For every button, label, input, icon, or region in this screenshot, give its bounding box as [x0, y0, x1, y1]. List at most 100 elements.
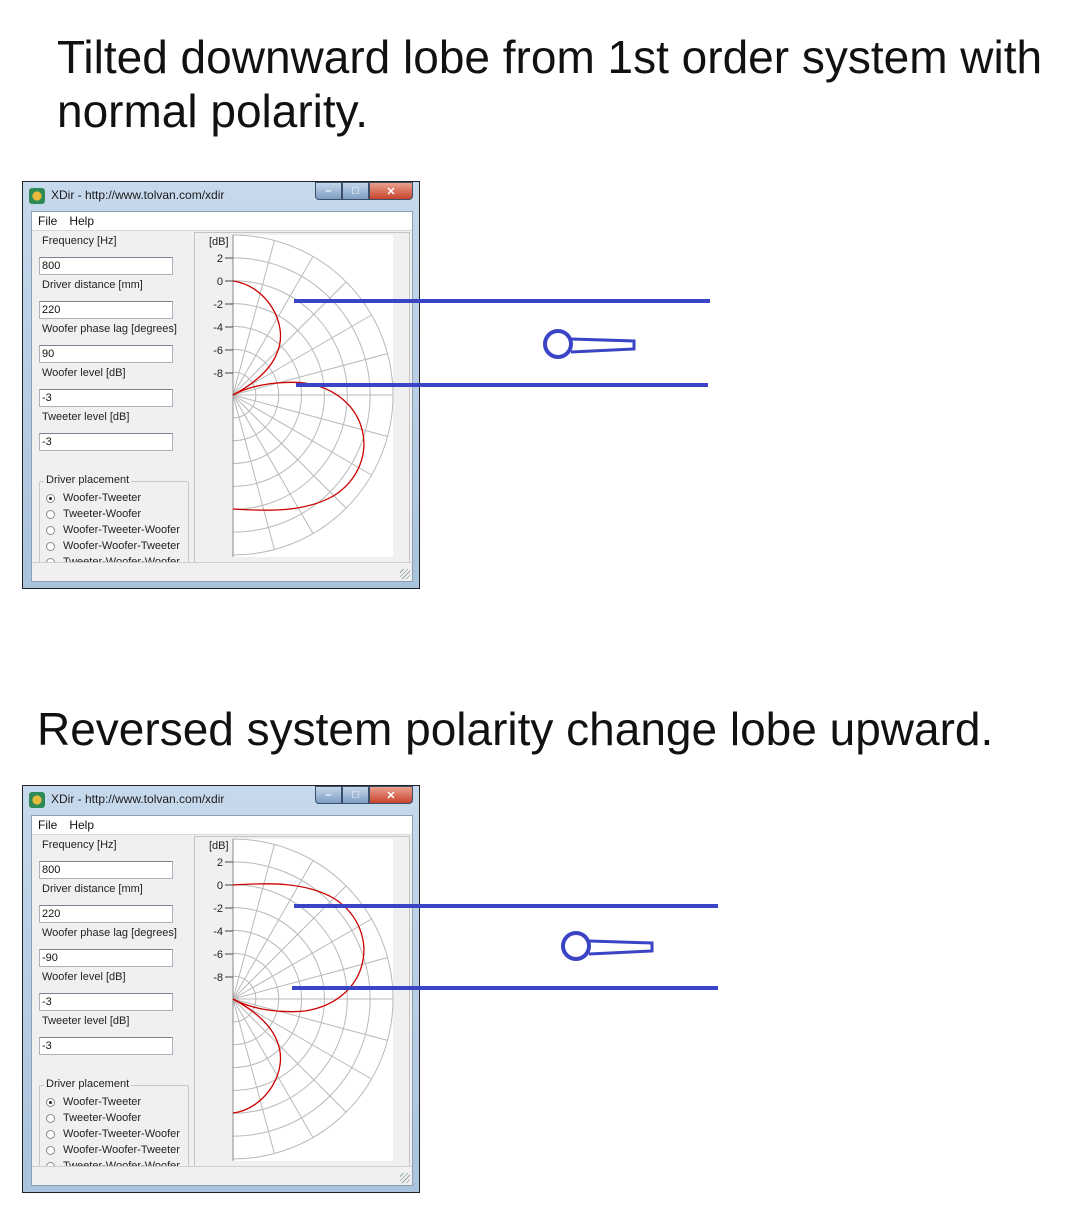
minor-lobe-trace — [232, 280, 282, 396]
woofer-level-label: Woofer level [dB] — [42, 971, 126, 983]
app-icon — [29, 188, 45, 204]
heading-reversed-polarity: Reversed system polarity change lobe upw… — [37, 703, 994, 755]
caption-buttons: –□✕ — [315, 786, 413, 804]
polar-grid-spoke — [232, 256, 314, 396]
polar-grid-spoke — [232, 394, 347, 509]
radio-button[interactable] — [46, 493, 55, 503]
maximize-button[interactable]: □ — [342, 182, 369, 200]
db-tick-label: 2 — [217, 857, 223, 869]
heading-normal-polarity: Tilted downward lobe from 1st order syst… — [57, 31, 1043, 137]
driver-distance-label: Driver distance [mm] — [42, 883, 143, 895]
maximize-button[interactable]: □ — [342, 786, 369, 804]
db-unit-label: [dB] — [209, 840, 229, 852]
placement-option[interactable]: Woofer-Tweeter — [46, 491, 141, 505]
placement-option[interactable]: Woofer-Woofer-Tweeter — [46, 539, 180, 553]
placement-option-label: Woofer-Tweeter-Woofer — [63, 1128, 180, 1140]
woofer-phase-lag-label: Woofer phase lag [degrees] — [42, 927, 177, 939]
placement-option[interactable]: Woofer-Woofer-Tweeter — [46, 1143, 180, 1157]
db-tick-label: 0 — [217, 880, 223, 892]
minimize-button[interactable]: – — [315, 182, 342, 200]
polar-plot-canvas: [dB] 2 0 -2 -4 -6 -8 — [209, 838, 394, 1161]
radio-button[interactable] — [46, 541, 55, 551]
radio-button[interactable] — [46, 509, 55, 519]
minimize-button[interactable]: – — [315, 786, 342, 804]
polar-grid-spoke — [232, 998, 314, 1138]
polar-grid-spoke — [232, 240, 275, 396]
title-bar[interactable]: XDir - http://www.tolvan.com/xdir–□✕ — [23, 786, 419, 814]
driver-placement-title: Driver placement — [44, 474, 132, 486]
db-tick-label: -8 — [213, 368, 223, 380]
driver-distance-input[interactable]: 220 — [39, 905, 173, 923]
polar-grid-spoke — [232, 998, 372, 1080]
placement-option-label: Tweeter-Woofer — [63, 1112, 142, 1124]
tweeter-level-input[interactable]: -3 — [39, 433, 173, 451]
db-tick-label: -2 — [213, 903, 223, 915]
menu-file[interactable]: File — [38, 818, 58, 832]
polar-grid-spoke — [232, 860, 314, 1000]
resize-grip[interactable] — [400, 1173, 410, 1183]
driver-placement-title: Driver placement — [44, 1078, 132, 1090]
placement-option[interactable]: Woofer-Tweeter — [46, 1095, 141, 1109]
microphone-head — [543, 329, 573, 359]
frequency-label: Frequency [Hz] — [42, 839, 117, 851]
frequency-input[interactable]: 800 — [39, 861, 173, 879]
polar-grid-spoke — [232, 998, 388, 1041]
main-lobe-trace — [232, 381, 365, 511]
microphone-body — [588, 939, 654, 956]
woofer-level-input[interactable]: -3 — [39, 993, 173, 1011]
woofer-phase-lag-input[interactable]: 90 — [39, 345, 173, 363]
polar-grid-spoke — [232, 394, 314, 534]
window-title: XDir - http://www.tolvan.com/xdir — [51, 188, 225, 202]
plot-area — [233, 839, 393, 1161]
microphone-body — [570, 337, 636, 354]
menu-bar: File Help — [32, 212, 412, 231]
tweeter-level-input[interactable]: -3 — [39, 1037, 173, 1055]
app-icon — [29, 792, 45, 808]
menu-help[interactable]: Help — [69, 214, 95, 228]
placement-option[interactable]: Woofer-Tweeter-Woofer — [46, 1127, 180, 1141]
placement-option[interactable]: Woofer-Tweeter-Woofer — [46, 523, 180, 537]
woofer-level-input[interactable]: -3 — [39, 389, 173, 407]
db-tick-label: -8 — [213, 972, 223, 984]
polar-grid-spoke — [232, 314, 372, 396]
radio-button[interactable] — [46, 1145, 55, 1155]
radio-button[interactable] — [46, 1113, 55, 1123]
polar-grid-spoke — [232, 844, 275, 1000]
xdir-window: XDir - http://www.tolvan.com/xdir–□✕ File… — [22, 785, 420, 1193]
close-button[interactable]: ✕ — [369, 786, 413, 804]
tweeter-level-label: Tweeter level [dB] — [42, 1015, 130, 1027]
polar-plot: [dB] 2 0 -2 -4 -6 -8 — [194, 836, 410, 1174]
placement-option-label: Woofer-Woofer-Tweeter — [63, 540, 180, 552]
db-tick-label: -6 — [213, 345, 223, 357]
resize-grip[interactable] — [400, 569, 410, 579]
close-button[interactable]: ✕ — [369, 182, 413, 200]
radio-button[interactable] — [46, 525, 55, 535]
db-tick-label: 0 — [217, 276, 223, 288]
placement-option-label: Woofer-Tweeter — [63, 492, 142, 504]
microphone-icon — [561, 931, 654, 961]
microphone-icon — [543, 329, 636, 359]
db-tick-label: -4 — [213, 926, 223, 938]
caption-buttons: –□✕ — [315, 182, 413, 200]
frequency-input[interactable]: 800 — [39, 257, 173, 275]
db-tick-label: -6 — [213, 949, 223, 961]
menu-help[interactable]: Help — [69, 818, 95, 832]
placement-option[interactable]: Tweeter-Woofer — [46, 507, 141, 521]
db-tick-label: -4 — [213, 322, 223, 334]
title-bar[interactable]: XDir - http://www.tolvan.com/xdir –□✕ — [23, 182, 419, 210]
placement-option-label: Woofer-Woofer-Tweeter — [63, 1144, 180, 1156]
radio-button[interactable] — [46, 1097, 55, 1107]
menu-file[interactable]: File — [38, 214, 58, 228]
woofer-phase-lag-input[interactable]: -90 — [39, 949, 173, 967]
placement-option-label: Tweeter-Woofer — [63, 508, 142, 520]
polar-grid-spoke — [232, 394, 372, 476]
driver-distance-input[interactable]: 220 — [39, 301, 173, 319]
radio-button[interactable] — [46, 1129, 55, 1139]
placement-option[interactable]: Tweeter-Woofer — [46, 1111, 141, 1125]
polar-grid-spoke — [232, 353, 388, 396]
polar-grid-spoke — [232, 998, 347, 1113]
woofer-phase-lag-label: Woofer phase lag [degrees] — [42, 323, 177, 335]
